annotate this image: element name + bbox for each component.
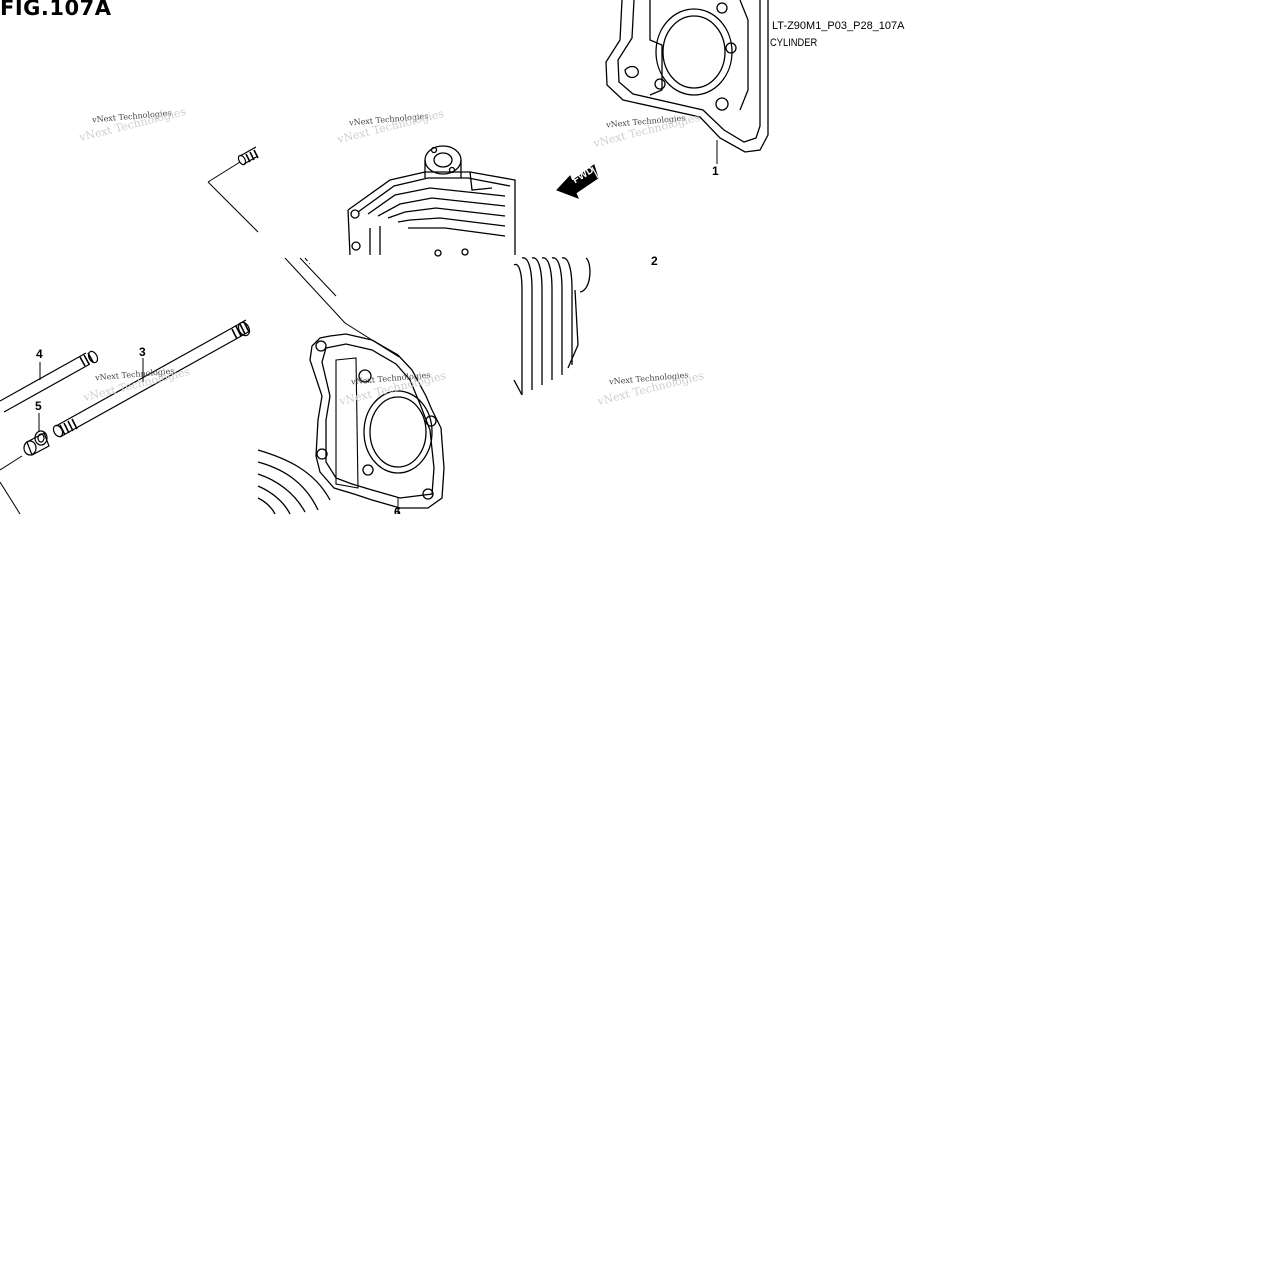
head-gasket-part-1 xyxy=(605,0,769,153)
callout-1: 1 xyxy=(712,164,719,178)
callout-4: 4 xyxy=(36,347,43,361)
dowel-pin-part-5 xyxy=(23,430,50,456)
callout-leaders xyxy=(38,358,144,431)
figure-title: FIG.107A xyxy=(0,0,112,20)
stud-bolt-part-3 xyxy=(52,319,251,438)
callout-5: 5 xyxy=(35,399,42,413)
cylinder-fins xyxy=(513,257,591,396)
crankcase-edge xyxy=(257,449,331,515)
callout-3: 3 xyxy=(139,345,146,359)
assembly-guide-lines xyxy=(0,161,400,515)
stud-bolt-upper xyxy=(237,146,259,166)
cylinder-part-2 xyxy=(347,145,516,257)
diagram-code: LT-Z90M1_P03_P28_107A xyxy=(772,20,905,32)
stud-bolt-part-4 xyxy=(0,350,99,413)
callout-6: 6 xyxy=(394,505,401,514)
callout-2: 2 xyxy=(651,254,658,268)
forward-direction-arrow xyxy=(556,164,599,199)
base-gasket-part-6 xyxy=(309,333,445,509)
part-group-name: CYLINDER xyxy=(770,37,818,49)
